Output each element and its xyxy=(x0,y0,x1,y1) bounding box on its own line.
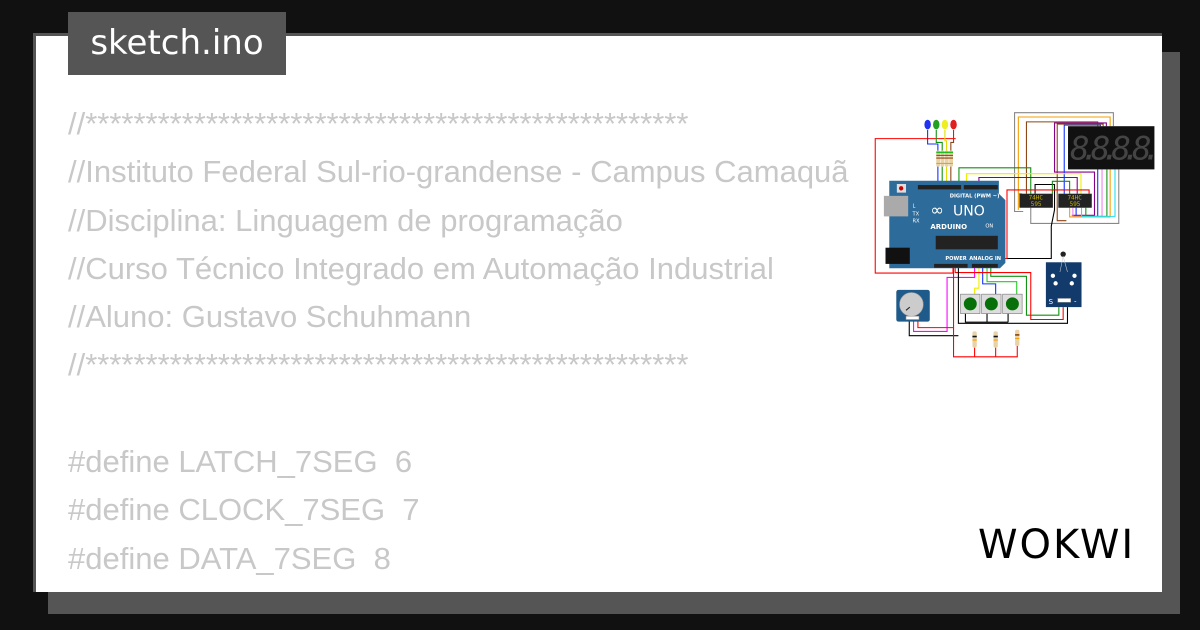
wire-btn-gnd xyxy=(964,313,1009,323)
wire-green-btn xyxy=(986,267,1018,295)
code-line: #define DATA_7SEG 8 xyxy=(68,540,391,576)
wire-black-chip xyxy=(958,183,1056,260)
push-button-2[interactable] xyxy=(981,293,1002,314)
wire-orange xyxy=(1017,116,1111,210)
wire-green-d8 xyxy=(958,167,1032,194)
push-button-3[interactable] xyxy=(1002,293,1023,314)
wire-black-pot xyxy=(908,319,959,337)
code-line: #define LATCH_7SEG 6 xyxy=(68,444,413,480)
wire-black-gnd xyxy=(957,267,1069,324)
code-line: #define CLOCK_7SEG 7 xyxy=(68,492,420,528)
code-line: //Curso Técnico Integrado em Automação I… xyxy=(68,250,774,286)
analog-header xyxy=(971,263,998,268)
wire-yellow-btn xyxy=(974,267,980,295)
resistor[interactable] xyxy=(940,150,945,167)
uno-label: UNO xyxy=(953,203,985,219)
chip-label: 74HC xyxy=(1067,195,1082,202)
mcu-chip xyxy=(935,235,998,250)
sensor-minus-label: - xyxy=(1074,296,1077,305)
wires xyxy=(874,112,1120,358)
code-background: //**************************************… xyxy=(68,100,849,583)
wire-brown2 xyxy=(1056,123,1104,222)
digital-header-2 xyxy=(963,185,998,190)
led-group xyxy=(924,119,957,130)
wire-green-sensor xyxy=(990,267,1060,316)
led-red[interactable] xyxy=(950,119,957,130)
shift-register-1[interactable]: 74HC 595 xyxy=(1019,193,1053,208)
power-header xyxy=(934,263,968,268)
code-line: //**************************************… xyxy=(68,347,689,383)
code-line: //**************************************… xyxy=(68,106,689,141)
wokwi-logo: WOKWI xyxy=(978,522,1136,568)
chip-sub: 595 xyxy=(1031,201,1042,208)
wire-cyan xyxy=(1080,169,1116,217)
led-resistors xyxy=(936,150,953,167)
digital-label: DIGITAL (PWM ~) xyxy=(950,193,1000,199)
code-line: //Instituto Federal Sul-rio-grandense - … xyxy=(68,154,849,190)
on-label: ON xyxy=(985,224,993,230)
seven-segment-display[interactable]: 8.8.8.8. xyxy=(1068,126,1163,170)
wire-magenta-pot xyxy=(913,267,976,332)
wire-yellow-d7 xyxy=(965,173,1082,194)
sensor-module[interactable]: S - xyxy=(1045,251,1082,308)
wire-red-pot xyxy=(917,267,955,329)
arduino-uno[interactable]: DIGITAL (PWM ~) L TX RX ∞ UNO ARDUINO ON… xyxy=(883,180,1006,269)
wire-purple xyxy=(1053,122,1107,216)
wire-blue xyxy=(1063,124,1101,194)
chip-label: 74HC xyxy=(1029,195,1044,202)
sensor-s-label: S xyxy=(1049,297,1054,306)
resistor[interactable] xyxy=(936,150,941,167)
wire-gray xyxy=(1014,112,1114,213)
code-line: //Disciplina: Linguagem de programação xyxy=(68,202,623,238)
wire-green-chip xyxy=(1051,180,1071,194)
arduino-logo-icon: ∞ xyxy=(930,200,943,219)
led-yellow[interactable] xyxy=(941,119,949,130)
wire-blue-btn xyxy=(982,267,997,295)
resistor[interactable] xyxy=(949,150,953,167)
push-button-1[interactable] xyxy=(960,293,981,314)
wire-red-sensor xyxy=(954,267,1064,321)
chip-sub: 595 xyxy=(1070,201,1081,208)
tx-label: TX xyxy=(912,211,920,217)
rx-label: RX xyxy=(913,218,921,224)
file-tab[interactable]: sketch.ino xyxy=(68,12,286,75)
l-label: L xyxy=(913,204,916,210)
led-green[interactable] xyxy=(933,119,940,130)
wire-red-res xyxy=(952,327,1018,358)
analog-label: ANALOG IN xyxy=(969,256,1001,262)
resistor[interactable] xyxy=(944,150,949,167)
pulldown-resistors xyxy=(972,329,1020,348)
display-digits: 8.8.8.8. xyxy=(1070,130,1153,168)
led-blue[interactable] xyxy=(924,119,931,130)
potentiometer[interactable] xyxy=(896,289,930,322)
usb-port xyxy=(883,195,909,217)
wire-gray2 xyxy=(1030,169,1120,224)
power-label: POWER xyxy=(945,256,966,262)
code-line: //Aluno: Gustavo Schuhmann xyxy=(68,299,472,335)
power-jack xyxy=(885,247,910,264)
shift-register-2[interactable]: 74HC 595 xyxy=(1058,193,1092,208)
digital-header xyxy=(917,185,962,190)
arduino-label: ARDUINO xyxy=(930,222,967,231)
